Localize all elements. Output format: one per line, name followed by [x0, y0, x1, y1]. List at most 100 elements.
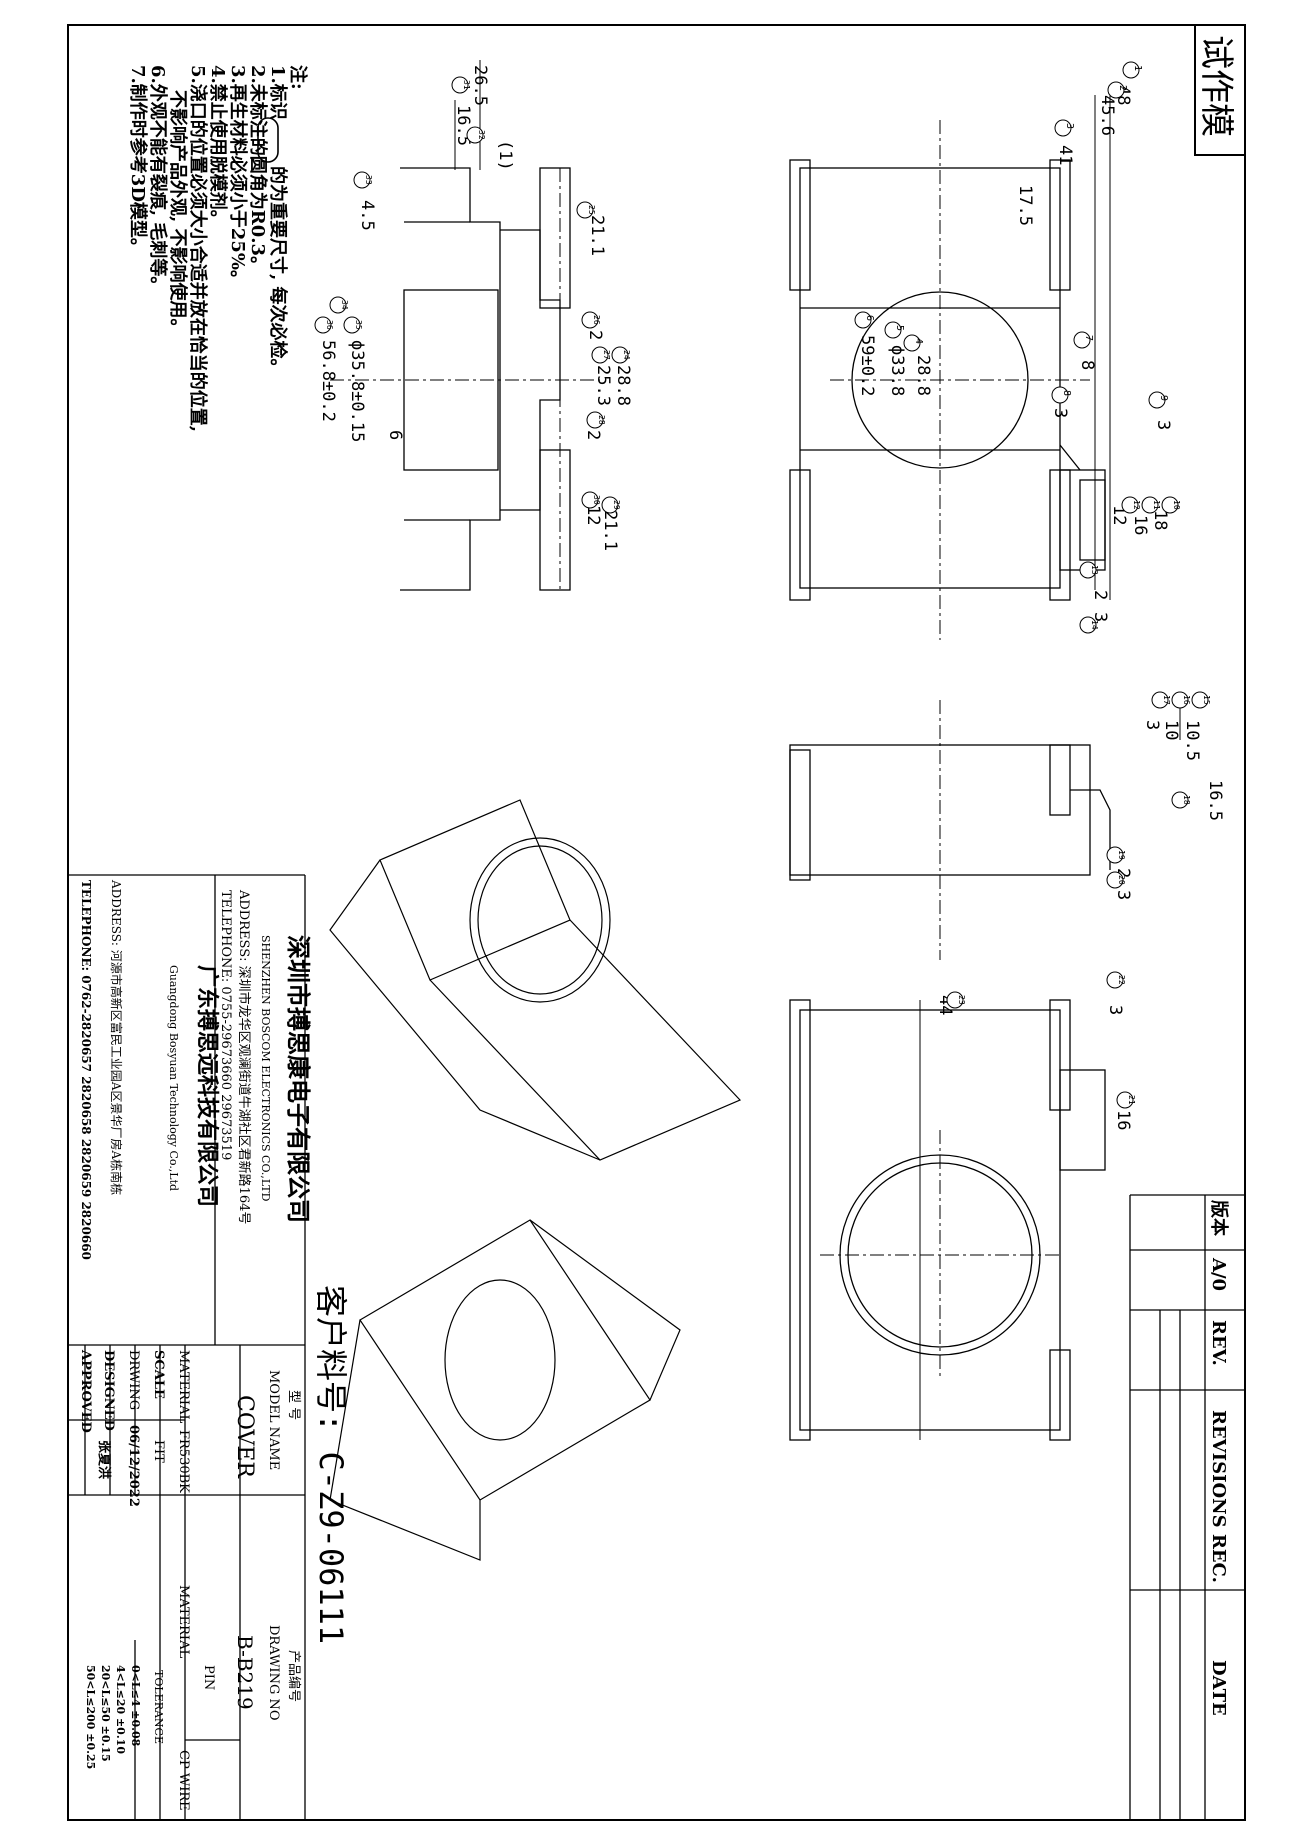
dim-56-8: 56.8±0.2 [318, 340, 338, 422]
balloon-15: 15 [1191, 691, 1211, 709]
drawing-value: B-B219 [233, 1635, 257, 1710]
balloon-26: 26 [581, 311, 601, 329]
balloon-5: 5 [884, 321, 905, 339]
note-line-1b: 的为重要尺寸, 每次必检。 [267, 166, 289, 377]
svg-text:8: 8 [1061, 390, 1072, 396]
balloon-12: 12 [1121, 496, 1141, 514]
svg-text:5: 5 [894, 325, 905, 331]
approved-label: APPROVED [78, 1349, 93, 1433]
date-label: DATE [1208, 1660, 1229, 1716]
pin-material-label: MATERIAL [176, 1585, 191, 1658]
note-line-3: 3.再生材料必须小于25%。 [227, 65, 249, 288]
dim-35-8: ϕ35.8±0.15 [347, 340, 367, 442]
svg-text:3: 3 [1064, 123, 1075, 129]
notes-title: 注: [287, 65, 309, 90]
designed-value: 张夏洪 [96, 1440, 112, 1479]
model-value: COVER [232, 1395, 257, 1479]
balloon-7: 7 [1073, 331, 1094, 349]
balloon-10: 10 [1161, 496, 1181, 514]
svg-text:1: 1 [1132, 65, 1143, 71]
customer-part-number: 客户料号: C-Z9-06111 [312, 1285, 350, 1644]
tolerance-row-4: 50<L≤200 ±0.25 [84, 1665, 97, 1769]
svg-text:33: 33 [364, 175, 373, 185]
scale-label: SCALE [151, 1350, 166, 1399]
svg-text:31: 31 [462, 80, 471, 90]
dim-4-5: 4.5 [357, 200, 377, 231]
balloon-30: 30 [581, 491, 601, 509]
pin-material-value: CP WIRE [176, 1750, 191, 1811]
svg-text:20: 20 [1117, 875, 1126, 885]
model-cn: 型 号 [286, 1390, 301, 1420]
company2-telephone: TELEPHONE: 0762-2820657 2820658 2820659 … [79, 880, 93, 1260]
company2-name-cn: 广东搏思远科技有限公司 [194, 965, 220, 1207]
svg-text:16: 16 [1182, 695, 1191, 705]
svg-text:28: 28 [597, 415, 606, 425]
drawing-cn: 产品编号 [286, 1650, 301, 1702]
dim-3c: 3 [1090, 612, 1110, 622]
svg-text:27: 27 [602, 350, 611, 360]
svg-text:36: 36 [325, 320, 334, 330]
balloon-25: 25 [576, 201, 596, 219]
dimensions: 48 45.6 41 17.5 28.8 ϕ33.8 59±0.2 8 3 3 … [318, 65, 1225, 1130]
notes-block: 注: 1.标识 的为重要尺寸, 每次必检。 2.未标注的圆角为R0.3。 3.再… [127, 65, 309, 432]
iso-hole-1 [469, 837, 611, 1003]
balloon-35: 35 [343, 316, 363, 334]
dim-28-8b: 28.8 [613, 365, 633, 406]
balloon-29: 29 [601, 496, 621, 514]
dim-28-8: 28.8 [913, 355, 933, 396]
svg-text:22: 22 [1117, 975, 1126, 985]
dim-10-5: 10.5 [1182, 720, 1202, 761]
dim-3a: 3 [1050, 408, 1070, 418]
svg-text:9: 9 [1158, 395, 1169, 401]
dim-41: 41 [1055, 145, 1075, 165]
company1-name-cn: 深圳市搏思康电子有限公司 [284, 935, 313, 1223]
bottom-body [799, 1009, 1061, 1431]
balloon-22: 22 [1106, 971, 1126, 989]
balloon-23: 23 [946, 991, 966, 1009]
svg-text:35: 35 [354, 320, 363, 330]
svg-text:11: 11 [1152, 500, 1161, 510]
dim-16b: 16 [1113, 1110, 1133, 1130]
svg-text:29: 29 [612, 500, 621, 510]
svg-text:2: 2 [1117, 85, 1128, 91]
front-body [799, 167, 1061, 589]
dim-45-6: 45.6 [1097, 95, 1117, 136]
balloon-4: 4 [903, 334, 924, 352]
dim-18: 18 [1150, 510, 1170, 530]
balloon-32: 32 [466, 126, 486, 144]
balloon-8: 8 [1051, 386, 1072, 404]
balloon-3: 3 [1054, 119, 1075, 137]
title-block: 型 号 MODEL NAME COVER 产品编号 DRAWING NO B-B… [68, 1345, 305, 1820]
material-value: FR530BK [176, 1430, 191, 1493]
tolerance-row-2: 4<L≤20 ±0.10 [114, 1665, 127, 1754]
balloon-36: 36 [314, 316, 334, 334]
balloon-16: 16 [1171, 691, 1191, 709]
balloon-1: 1 [1122, 61, 1143, 79]
balloons: 1234567891011121314151617181920212223242… [314, 61, 1211, 1109]
dim-3d: 3 [1142, 720, 1162, 730]
drwing-value: 06/12/2022 [126, 1425, 141, 1507]
balloon-19: 19 [1106, 846, 1126, 864]
dim-12b: 12 [583, 505, 603, 525]
dim-8: 8 [1077, 360, 1097, 370]
iso-view-2 [329, 1219, 681, 1561]
balloon-28: 28 [586, 411, 606, 429]
tolerance-row-1: 0<L≤4 ±0.08 [129, 1665, 142, 1747]
note-line-2: 2.未标注的圆角为R0.3。 [247, 65, 269, 274]
front-hole [851, 291, 1029, 469]
dim-59: 59±0.2 [857, 335, 877, 396]
note-line-1: 1.标识 [267, 65, 289, 120]
dim-2: 2 [1090, 590, 1110, 600]
rev-label: REV. [1208, 1320, 1229, 1366]
designed-label: DESIGNED [101, 1350, 116, 1431]
balloon-24: 24 [611, 346, 631, 364]
dim-16: 16 [1130, 515, 1150, 535]
svg-text:17: 17 [1162, 695, 1171, 705]
balloon-20: 20 [1106, 871, 1126, 889]
company1-address: ADDRESS: 深圳市龙华区观澜街道牛湖社区君新路164号 [236, 889, 252, 1224]
pin-label: PIN [201, 1665, 216, 1690]
svg-text:14: 14 [1090, 620, 1099, 630]
tolerance-row-3: 20<L≤50 ±0.15 [99, 1665, 112, 1762]
note-line-5b: 不影响产品外观, 不影响使用。 [167, 90, 189, 337]
svg-text:10: 10 [1172, 500, 1181, 510]
